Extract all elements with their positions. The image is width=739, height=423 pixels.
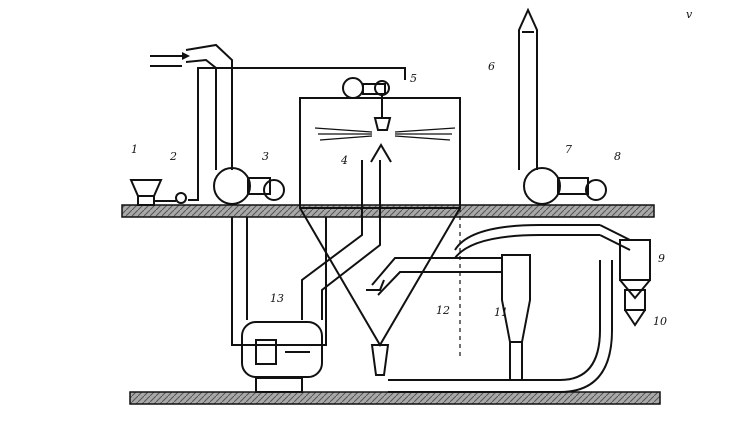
upper-floor-slab (121, 204, 655, 218)
label-11: 11 (494, 306, 508, 319)
label-7: 7 (565, 143, 572, 156)
label-3: 3 (262, 150, 269, 163)
label-4: 4 (340, 154, 348, 167)
heater-13 (241, 321, 323, 378)
cyclone-9 (619, 239, 651, 300)
atomizer-spray (314, 117, 456, 141)
label-12: 12 (436, 304, 450, 317)
label-10: 10 (653, 315, 667, 328)
exhaust-stack (518, 7, 538, 170)
collector-10 (624, 289, 646, 327)
lower-floor-slab (129, 391, 661, 405)
atomizer-drive-5 (342, 77, 390, 118)
air-intake-nozzle (185, 43, 233, 170)
hot-air-duct (301, 160, 363, 320)
chamber-to-cyclone-duct (371, 257, 502, 296)
duct-to-heater (231, 217, 327, 346)
label-2: 2 (169, 150, 177, 163)
elbow-12 (366, 279, 385, 291)
label-9: 9 (658, 252, 665, 265)
inlet-cone-4 (370, 143, 392, 163)
fan-3 (213, 167, 285, 205)
product-line-bottom (388, 260, 601, 381)
label-5: 5 (410, 72, 417, 85)
feed-line-up (188, 67, 406, 201)
cyclone-feed-duct (599, 224, 631, 251)
feed-pump (154, 192, 187, 204)
label-13: 13 (270, 292, 284, 305)
fan-7 (523, 167, 607, 205)
label-1: 1 (131, 143, 138, 156)
heater-base (255, 377, 303, 393)
corner-mark: v (686, 8, 693, 21)
label-6: 6 (488, 60, 495, 73)
drying-chamber (299, 97, 461, 376)
label-8: 8 (614, 150, 621, 163)
return-duct (454, 224, 600, 259)
